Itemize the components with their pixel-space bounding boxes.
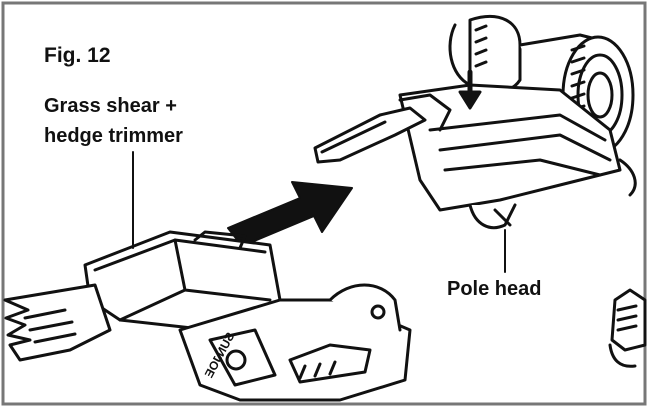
pole-head-label: Pole head [447,278,542,300]
shear-label-line2: hedge trimmer [44,125,183,147]
insertion-arrow [227,181,353,247]
figure-title: Fig. 12 [44,44,111,67]
grass-shear-drawing [3,230,412,402]
shear-label-line1: Grass shear + [44,95,177,117]
pole-head-drawing [313,14,647,368]
